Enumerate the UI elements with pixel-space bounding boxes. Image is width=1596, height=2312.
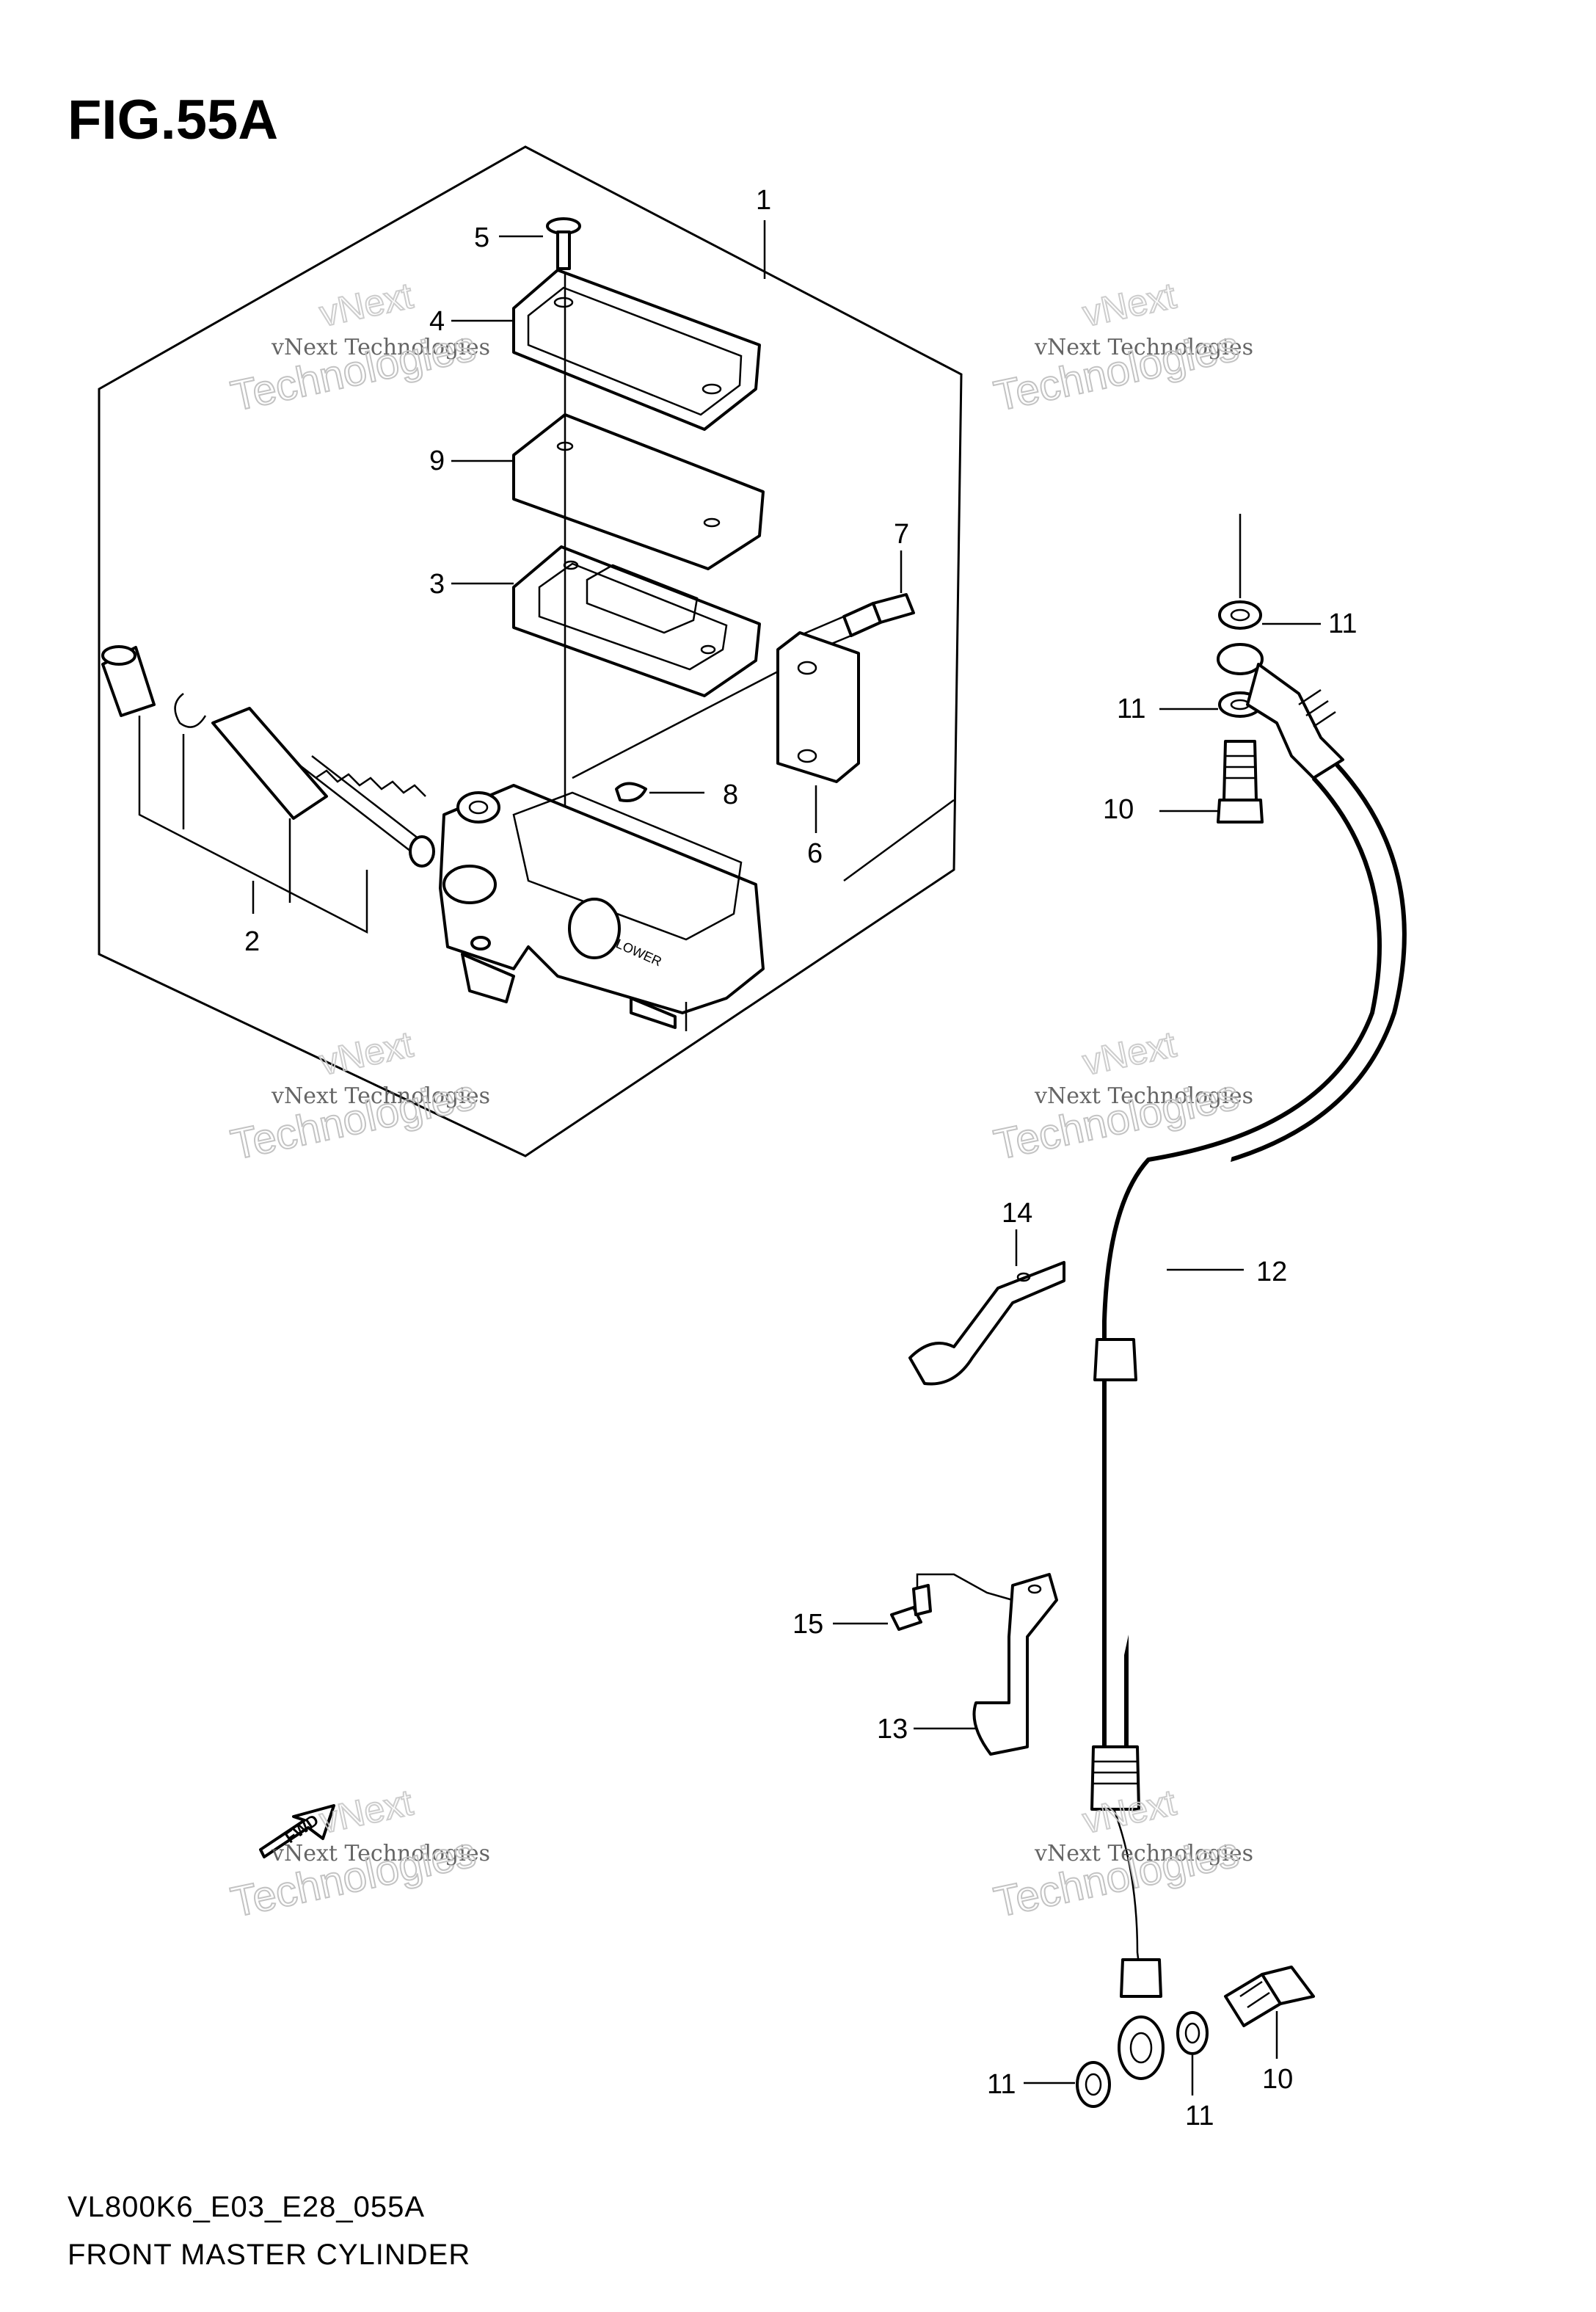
- clip-8-part: [615, 782, 704, 802]
- watermark-top-left: vNext vNext Technologies Technologies: [226, 274, 490, 421]
- callout-4: 4: [429, 306, 445, 337]
- assembly-outline: [98, 145, 963, 1157]
- watermark-bottom-right: vNext vNext Technologies Technologies: [989, 1781, 1253, 1927]
- svg-text:vNext Technologies: vNext Technologies: [271, 1841, 490, 1866]
- figure-name: FRONT MASTER CYLINDER: [68, 2239, 471, 2271]
- master-cylinder-body-part: LOWER: [439, 784, 765, 1031]
- callout-13: 13: [877, 1714, 908, 1745]
- svg-text:vNext Technologies: vNext Technologies: [1034, 1841, 1253, 1866]
- callout-6: 6: [807, 838, 823, 869]
- callout-12: 12: [1256, 1257, 1287, 1287]
- screw-5-part: [499, 217, 581, 270]
- reservoir-cap-4-part: [451, 269, 761, 431]
- callout-14: 14: [1002, 1198, 1032, 1229]
- svg-text:vNext: vNext: [316, 1023, 417, 1083]
- bracket-14-part: [908, 1229, 1065, 1386]
- banjo-fitting-top-part: [1217, 514, 1344, 824]
- model-code: VL800K6_E03_E28_055A: [68, 2191, 426, 2223]
- bolt-15-part: [833, 1573, 1013, 1631]
- watermark-middle-left: vNext vNext Technologies Technologies: [226, 1022, 490, 1169]
- callout-11-top-left: 11: [1117, 694, 1145, 724]
- washer-11-bottom-left-part: [1076, 2061, 1111, 2108]
- banjo-bolt-10-bottom-part: [1224, 1966, 1315, 2059]
- figure-title: FIG.55A: [68, 89, 279, 151]
- svg-text:vNext Technologies: vNext Technologies: [1034, 1083, 1253, 1109]
- callout-11-bottom-right: 11: [1185, 2101, 1214, 2131]
- callout-1: 1: [756, 185, 771, 216]
- callout-11-bottom-left: 11: [987, 2069, 1016, 2100]
- callout-9: 9: [429, 446, 445, 476]
- callout-11-top-right: 11: [1328, 608, 1357, 639]
- brake-hose-12-part: [1090, 761, 1407, 2080]
- svg-text:vNext Technologies: vNext Technologies: [271, 1083, 490, 1109]
- svg-text:vNext: vNext: [1079, 275, 1180, 334]
- svg-text:vNext: vNext: [1079, 1023, 1180, 1083]
- plate-9-part: [451, 413, 765, 570]
- diaphragm-3-part: [451, 545, 761, 697]
- callout-3: 3: [429, 569, 445, 600]
- callout-10-bottom: 10: [1262, 2064, 1293, 2095]
- watermark-top-right: vNext vNext Technologies Technologies: [989, 274, 1253, 421]
- callout-2: 2: [244, 926, 260, 957]
- callout-15: 15: [792, 1609, 823, 1640]
- callout-5: 5: [474, 222, 489, 253]
- svg-text:vNext: vNext: [316, 1781, 417, 1841]
- svg-text:vNext Technologies: vNext Technologies: [1034, 335, 1253, 360]
- callout-7: 7: [894, 519, 909, 550]
- svg-text:vNext: vNext: [316, 275, 417, 334]
- clamp-6-part: [776, 631, 860, 833]
- piston-kit-2-part: [101, 645, 435, 934]
- callout-8: 8: [723, 779, 738, 810]
- callout-10-top: 10: [1103, 794, 1134, 825]
- svg-text:vNext Technologies: vNext Technologies: [271, 335, 490, 360]
- washer-11-bottom-right-part: [1176, 2011, 1209, 2055]
- bracket-13-part: [914, 1573, 1058, 1756]
